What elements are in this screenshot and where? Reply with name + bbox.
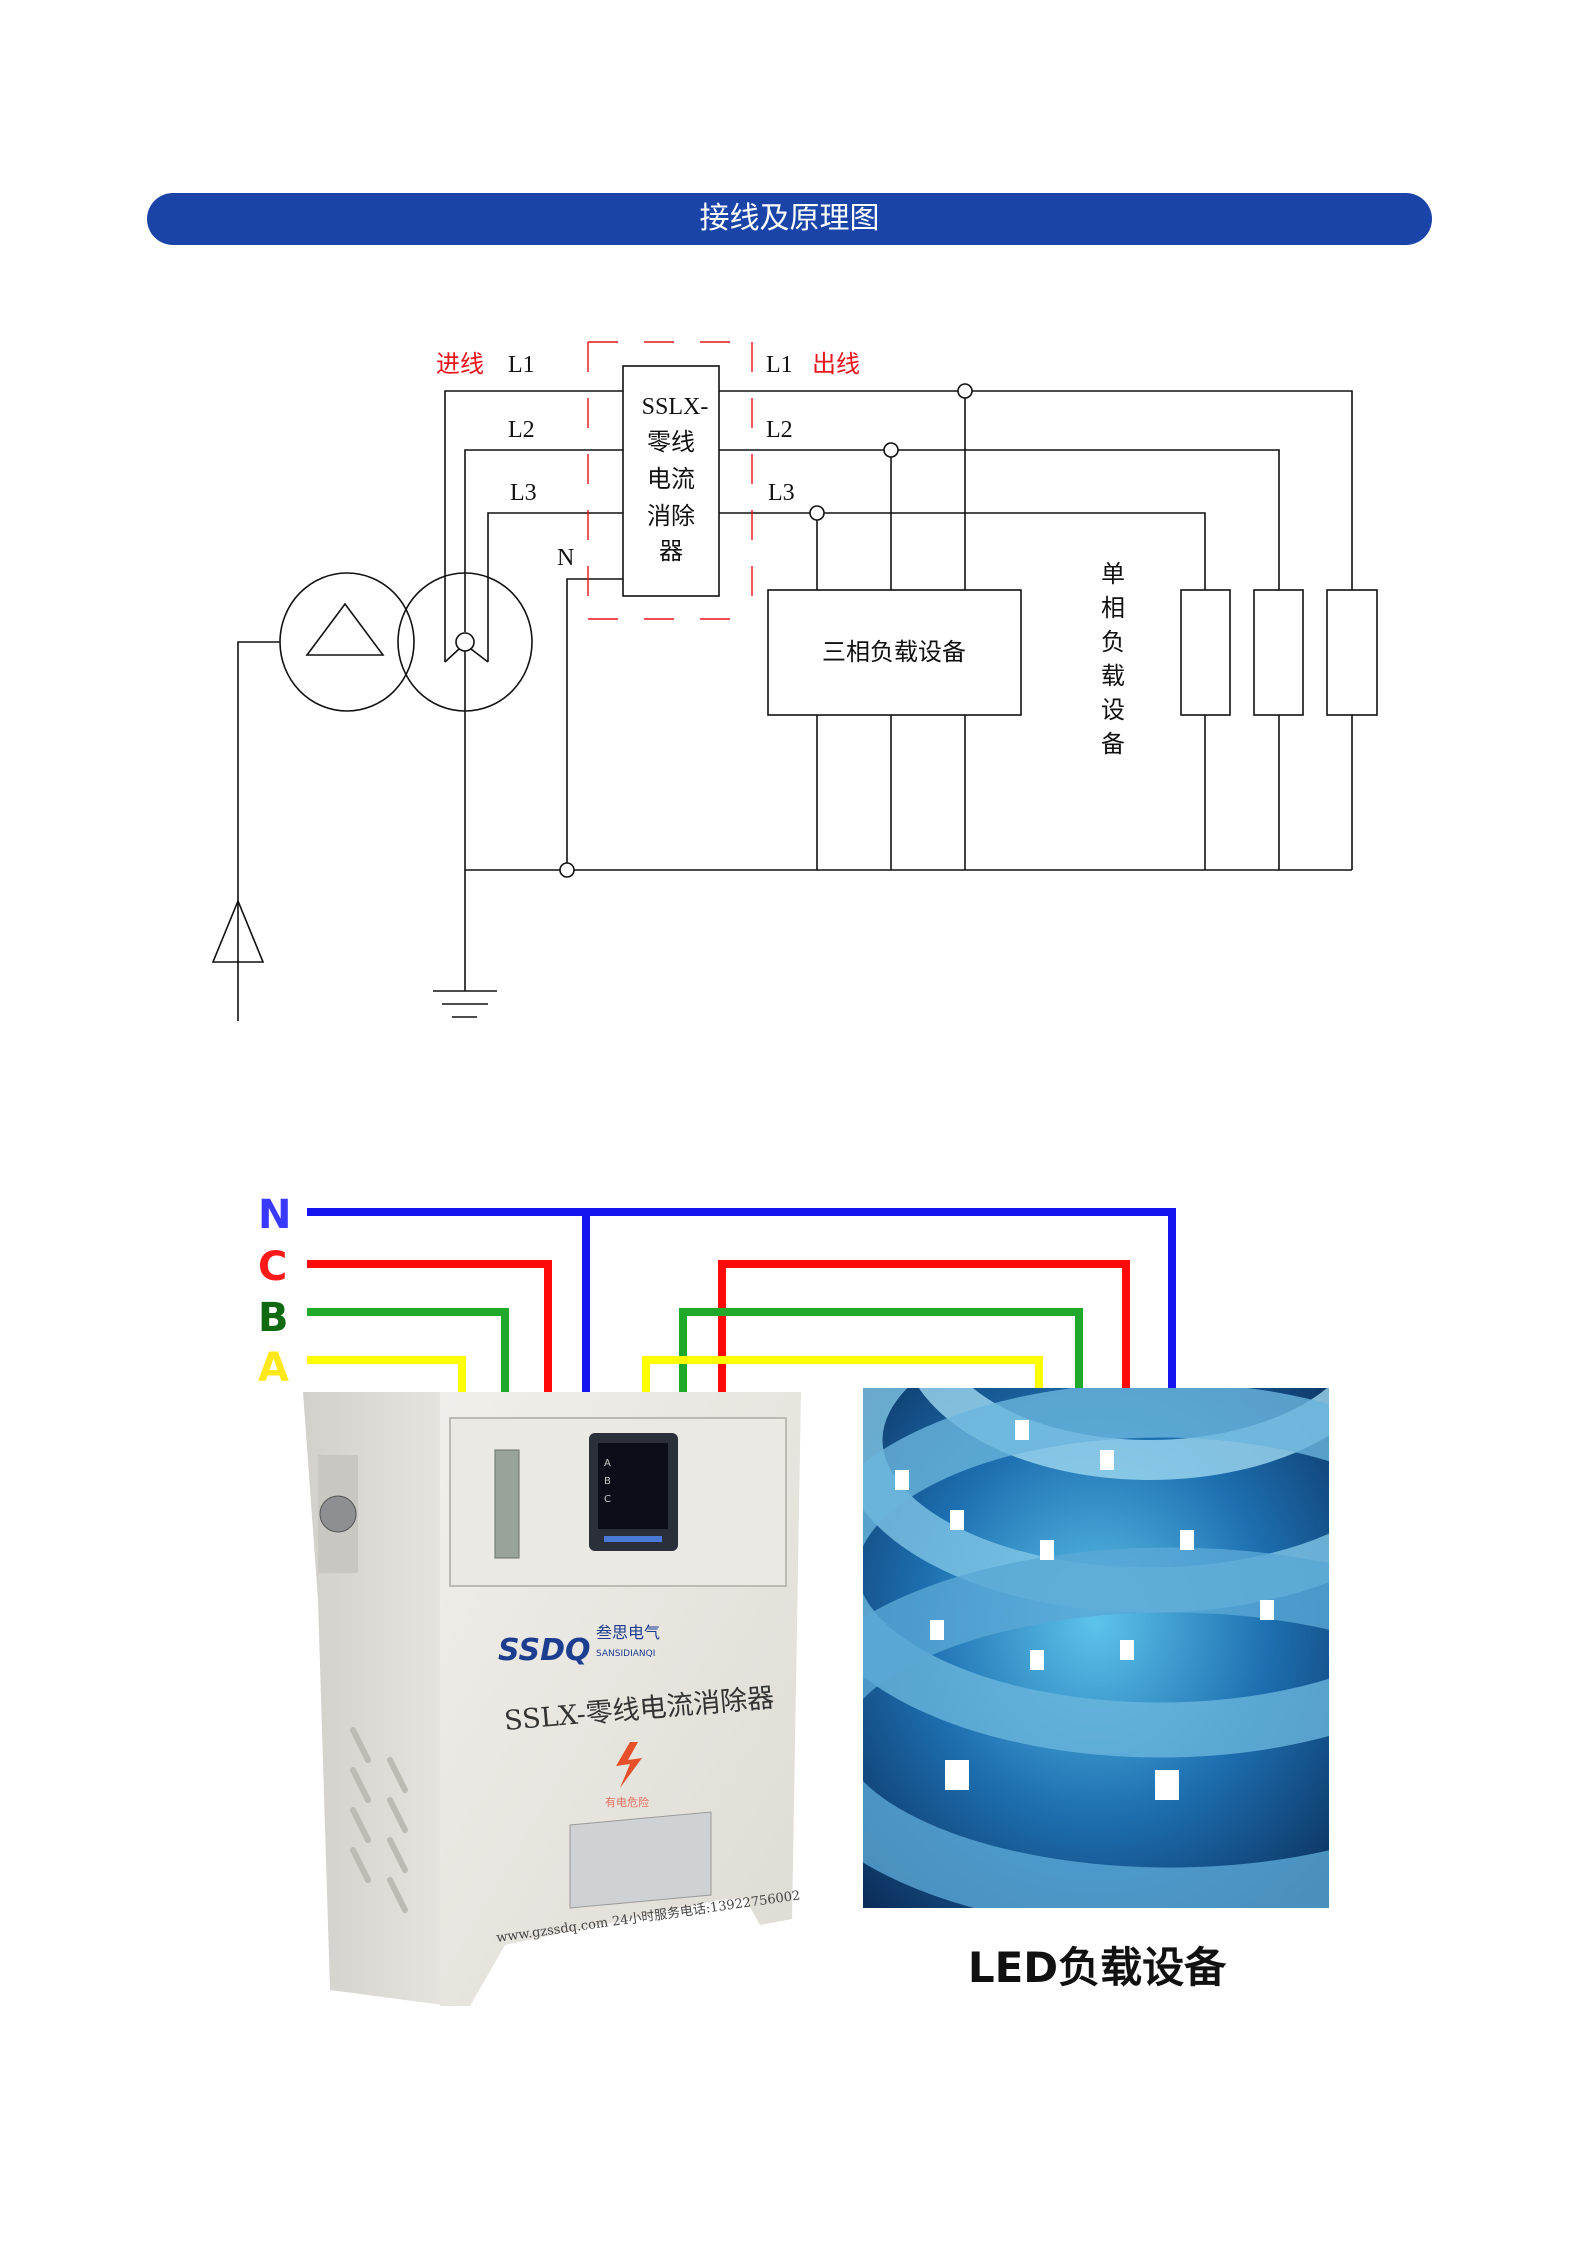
ground-icon <box>433 990 497 1018</box>
wire-n <box>307 1208 1176 1392</box>
wire-l1-out <box>719 390 1353 590</box>
section-title-banner: 接线及原理图 <box>147 193 1432 245</box>
wire-a-in <box>307 1356 466 1392</box>
wire-l2-in <box>464 449 623 632</box>
junction-l3 <box>809 505 825 521</box>
wye-center-icon <box>455 632 475 652</box>
wire-b-in <box>307 1308 509 1392</box>
single-phase-char: 负 <box>1101 629 1125 656</box>
wye-leg <box>470 648 489 663</box>
single-phase-char: 设 <box>1101 697 1125 724</box>
eliminator-label-line: 器 <box>659 539 683 565</box>
device-dashed-boundary <box>587 341 753 620</box>
single-phase-char: 相 <box>1101 595 1125 622</box>
meter-label-c: C <box>604 1494 611 1505</box>
brand-name-cn: 叁思电气 <box>596 1623 660 1642</box>
wire-b-out <box>679 1308 1083 1392</box>
single-phase-load-1 <box>1180 589 1231 716</box>
eliminator-label-line: SSLX- <box>642 394 709 420</box>
wire-a-out <box>642 1356 1043 1392</box>
eliminator-label-line: 消除 <box>647 503 695 530</box>
in-l3-label: L3 <box>510 480 537 506</box>
led-chips <box>895 1420 1274 1800</box>
single-phase-char: 单 <box>1101 561 1125 588</box>
wire-neutral <box>566 578 623 870</box>
brand-name-en: SANSIDIANQI <box>596 1649 655 1659</box>
meter-label-a: A <box>604 1458 611 1469</box>
wire-l1-in <box>444 390 623 662</box>
meter-screen <box>598 1443 668 1529</box>
three-phase-load-box <box>767 589 1022 716</box>
three-phase-load-label: 三相负载设备 <box>822 639 966 666</box>
transformer-primary-icon <box>279 572 415 712</box>
section-title: 接线及原理图 <box>699 201 880 236</box>
single-phase-load-3 <box>1326 589 1378 716</box>
single-phase-load-2 <box>1253 589 1304 716</box>
outgoing-label: 出线 <box>812 350 860 378</box>
out-l3-label: L3 <box>768 480 795 506</box>
wire-c-out <box>718 1260 1130 1392</box>
junction-l2 <box>883 442 899 458</box>
fan-icon <box>319 1495 357 1533</box>
incoming-label: 进线 <box>436 350 484 378</box>
led-strip-photo <box>863 1388 1329 1908</box>
wire-label-b: B <box>258 1295 289 1341</box>
brand-logo: SSDQ <box>498 1633 591 1668</box>
single-phase-char: 载 <box>1101 663 1125 690</box>
led-strip-coils <box>863 1388 1329 1908</box>
feed-arrow-icon <box>211 898 265 963</box>
wire-l3-in <box>487 512 623 662</box>
neutral-label: N <box>557 545 574 571</box>
eliminator-label-line: 电流 <box>647 466 695 493</box>
single-phase-load-label: 单 相 负 载 设 备 <box>1101 561 1125 758</box>
meter-label-b: B <box>604 1476 611 1487</box>
meter-buttons <box>604 1536 662 1542</box>
delta-icon <box>305 602 385 656</box>
warning-label: 有电危险 <box>605 1795 649 1809</box>
eliminator-label: SSLX- 零线 电流 消除 器 <box>642 394 709 565</box>
junction-l1 <box>957 383 973 399</box>
lightning-warning-icon <box>616 1742 642 1788</box>
wire-label-n: N <box>258 1192 291 1238</box>
out-l1-label: L1 <box>766 352 793 378</box>
wire-c-in <box>307 1260 552 1392</box>
eliminator-label-line: 零线 <box>647 429 695 456</box>
feed-wire <box>237 641 280 1021</box>
nameplate <box>569 1811 712 1909</box>
wire-label-c: C <box>258 1244 287 1290</box>
wire-l3-out <box>719 512 1206 590</box>
wire-label-a: A <box>258 1345 289 1391</box>
wire-l2-out <box>719 449 1280 590</box>
in-l2-label: L2 <box>508 417 535 443</box>
in-l1-label: L1 <box>508 352 535 378</box>
led-caption: LED负载设备 <box>968 1943 1227 1992</box>
breaker-switch <box>494 1449 520 1559</box>
single-phase-char: 备 <box>1101 731 1125 758</box>
junction-n <box>559 862 575 878</box>
eliminator-device-photo: A B C SSDQ 叁思电气 SANSIDIANQI SSLX-零线电流消除器… <box>303 1392 801 2006</box>
vent-slots <box>350 1727 408 1913</box>
colored-wiring <box>307 1208 1176 1392</box>
out-l2-label: L2 <box>766 417 793 443</box>
eliminator-box <box>622 365 720 597</box>
wye-leg <box>444 648 460 663</box>
wiring-schematic <box>211 365 1378 1021</box>
